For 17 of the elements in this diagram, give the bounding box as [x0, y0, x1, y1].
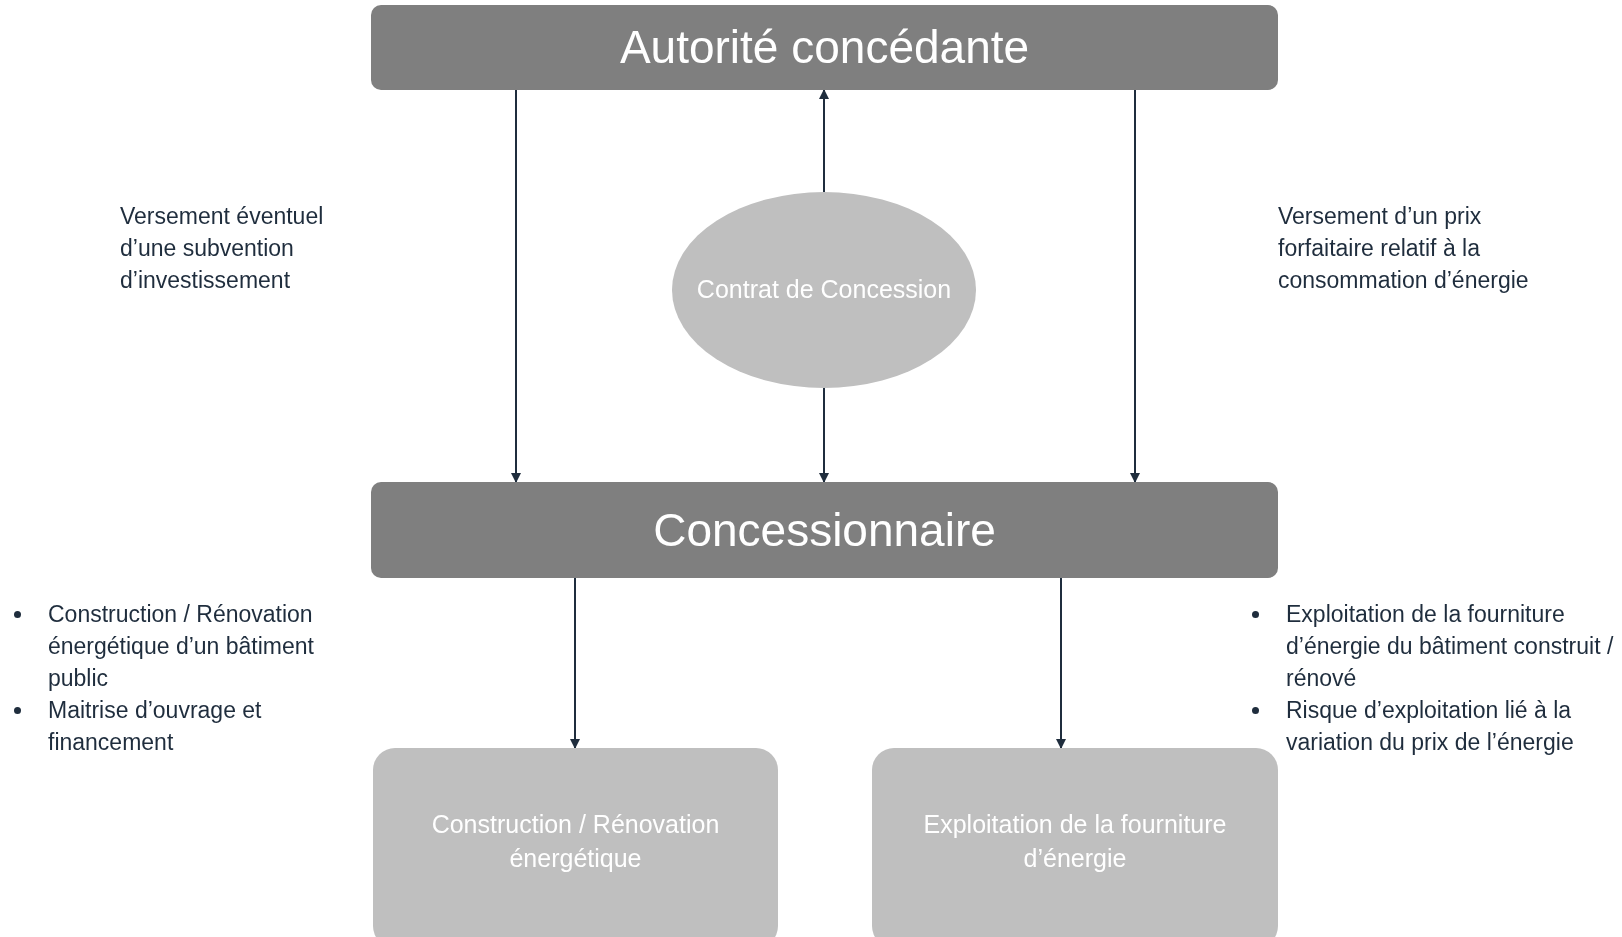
party-box: Concessionnaire [371, 482, 1278, 578]
contract-ellipse: Contrat de Concession [672, 192, 976, 388]
payment-note: Versement éventuel d’une subvention d’investissement [120, 202, 325, 296]
arrow [1130, 89, 1140, 483]
bullet-text: Maitrise d’ouvrage et financement [48, 696, 263, 758]
activity-box: Construction / Rénovation énergétique [373, 748, 778, 937]
arrow [819, 89, 829, 193]
arrow [819, 387, 829, 483]
arrow [1056, 577, 1066, 749]
payment-note: Versement d’un prix forfaitaire relatif à la consommation d’énergie [1278, 202, 1530, 296]
arrow [570, 577, 580, 749]
party-box: Autorité concédante [371, 5, 1278, 90]
arrow [511, 89, 521, 483]
bullet-text: Exploitation de la fourniture d’énergie du bâtiment construit / rénové [1286, 600, 1615, 694]
bullet-text: Risque d’exploitation lié à la variation du prix de l’énergie [1286, 696, 1575, 758]
activity-box: Exploitation de la fourniture d’énergie [872, 748, 1278, 937]
bullet-text: Construction / Rénovation énergétique d’un bâtiment public [48, 600, 315, 694]
